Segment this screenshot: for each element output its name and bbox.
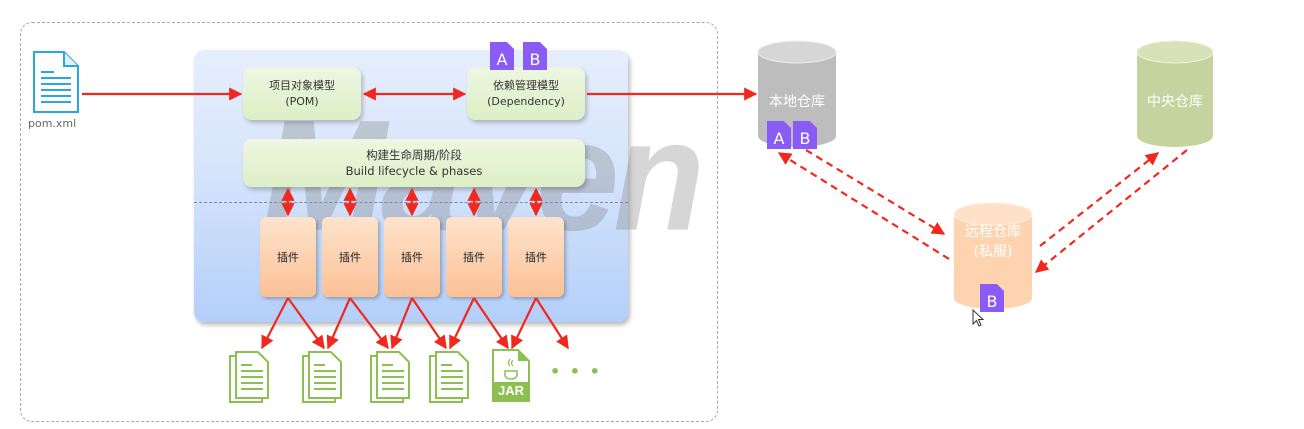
mouse-cursor-icon (972, 308, 985, 327)
local-repository-label: 本地仓库 (769, 94, 825, 110)
local-repository[interactable]: 本地仓库 A B (757, 40, 837, 149)
document-stack-icon (229, 351, 269, 403)
remote-repository-label: 远程仓库 (私服) (953, 214, 1033, 262)
plugin-box[interactable]: 插件 (446, 217, 502, 297)
pom-file[interactable]: pom.xml (28, 50, 82, 130)
plugin-box[interactable]: 插件 (384, 217, 440, 297)
database-cylinder-icon (1136, 40, 1214, 147)
arrow-plugin-output (326, 297, 352, 350)
remote-repository[interactable]: 远程仓库 (私服) B (953, 202, 1033, 312)
local-badge-a: A (767, 121, 791, 149)
arrow-plugin-output (473, 297, 509, 350)
arrow-local-to-remote (805, 149, 946, 235)
pom-model-box[interactable]: 项目对象模型 (POM) (243, 67, 361, 120)
dependency-model-title: 依赖管理模型 (493, 78, 559, 92)
document-stack-icon (429, 351, 469, 403)
arrow-remote-to-local (777, 152, 950, 260)
central-repository[interactable]: 中央仓库 (1136, 40, 1214, 148)
dependency-badge-b: B (523, 42, 547, 70)
arrow-plugin-output (390, 297, 414, 350)
arrow-plugin-output (349, 297, 389, 350)
plugin-box[interactable]: 插件 (260, 217, 316, 297)
plugin-box[interactable]: 插件 (508, 217, 564, 297)
jar-file-icon: JAR (492, 349, 530, 402)
pom-model-subtitle: (POM) (285, 94, 319, 108)
arrow-plugin-output (287, 297, 325, 350)
more-outputs-ellipsis: • • • (550, 362, 602, 381)
arrow-remote-to-central (1039, 152, 1160, 247)
remote-repository-subtitle: (私服) (973, 244, 1013, 260)
document-icon (33, 51, 79, 113)
remote-badge-b: B (980, 284, 1004, 312)
document-stack-icon (302, 351, 342, 403)
arrow-plugin-output (449, 297, 475, 350)
build-lifecycle-subtitle: Build lifecycle & phases (345, 164, 483, 178)
dependency-model-box[interactable]: 依赖管理模型 (Dependency) (467, 67, 585, 120)
arrow-central-to-remote (1034, 149, 1188, 273)
arrow-plugin-output (411, 297, 447, 350)
local-badge-b: B (793, 121, 817, 149)
pom-file-label: pom.xml (28, 117, 77, 130)
arrow-plugin-output (511, 297, 537, 350)
maven-boundary-frame (20, 22, 718, 422)
build-lifecycle-box[interactable]: 构建生命周期/阶段 Build lifecycle & phases (243, 139, 585, 187)
central-repository-label: 中央仓库 (1147, 94, 1203, 110)
dependency-model-subtitle: (Dependency) (487, 94, 565, 108)
document-stack-icon (370, 351, 410, 403)
build-lifecycle-title: 构建生命周期/阶段 (366, 148, 462, 162)
database-cylinder-icon (953, 202, 1033, 309)
dependency-badge-a: A (490, 42, 514, 70)
pom-model-title: 项目对象模型 (269, 78, 335, 92)
jar-label: JAR (497, 383, 524, 398)
remote-repository-title: 远程仓库 (965, 224, 1021, 240)
plugin-box[interactable]: 插件 (322, 217, 378, 297)
arrow-plugin-output (261, 297, 289, 350)
arrow-plugin-output (535, 297, 569, 350)
